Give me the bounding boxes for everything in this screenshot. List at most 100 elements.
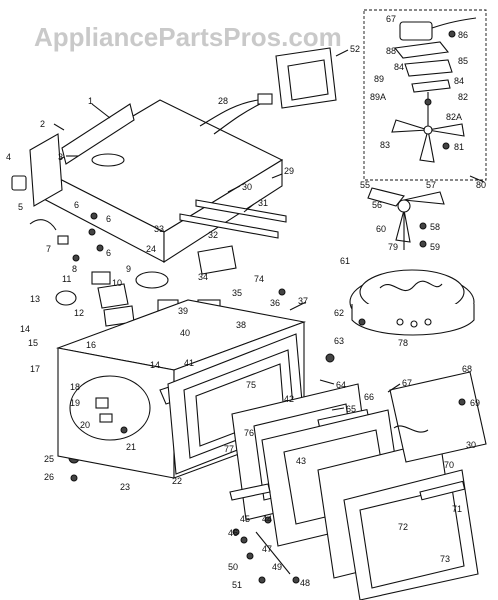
label-39: 39 (178, 306, 188, 316)
label-63: 63 (334, 336, 344, 346)
label-67a: 67 (386, 14, 396, 24)
stirrer-fan-assembly (367, 187, 445, 250)
label-60: 60 (376, 224, 386, 234)
part-rail-30 (195, 199, 287, 223)
label-85: 85 (458, 56, 468, 66)
part-plug-28 (257, 93, 273, 105)
label-64: 64 (336, 380, 346, 390)
label-6b: 6 (106, 214, 111, 224)
label-84b: 84 (454, 76, 464, 86)
part-capacitor-13 (55, 290, 77, 306)
part-nut-89a (424, 98, 432, 106)
label-59: 59 (430, 242, 440, 252)
panel-glare (393, 425, 429, 433)
label-31: 31 (258, 198, 268, 208)
label-74: 74 (254, 274, 264, 284)
label-49: 49 (272, 562, 282, 572)
part-screw-6b (88, 228, 96, 236)
label-88: 88 (386, 46, 396, 56)
label-80: 80 (476, 180, 486, 190)
label-19: 19 (70, 398, 80, 408)
motor-lead-wire (431, 17, 477, 29)
label-24: 24 (146, 244, 156, 254)
label-38: 38 (236, 320, 246, 330)
cabinet-label-oval (91, 153, 125, 167)
label-9: 9 (126, 264, 131, 274)
part-lamp-4 (11, 175, 27, 191)
leader-1 (91, 103, 111, 119)
leader-2 (53, 123, 65, 131)
part-screw-69 (458, 398, 466, 406)
label-12: 12 (74, 308, 84, 318)
label-79: 79 (388, 242, 398, 252)
watermark: AppliancePartsPros.com (34, 22, 342, 52)
part-screw-44 (264, 516, 272, 524)
label-6a: 6 (74, 200, 79, 210)
leader-lines (53, 49, 485, 411)
label-5: 5 (18, 202, 23, 212)
label-40: 40 (180, 328, 190, 338)
label-4: 4 (6, 152, 11, 162)
part-base-78 (351, 304, 475, 336)
chassis-side-opening (69, 375, 151, 441)
label-2: 2 (40, 119, 45, 129)
label-69: 69 (470, 398, 480, 408)
label-86: 86 (458, 30, 468, 40)
base-hole-3 (424, 318, 432, 326)
part-blade-56 (395, 209, 411, 243)
turntable-assembly (349, 269, 475, 336)
label-58: 58 (430, 222, 440, 232)
part-screw-6c (96, 244, 104, 252)
label-71: 71 (452, 504, 462, 514)
label-65: 65 (346, 404, 356, 414)
label-3: 3 (58, 152, 63, 162)
part-blade-57 (403, 191, 445, 205)
label-21: 21 (126, 442, 136, 452)
label-45: 45 (240, 514, 250, 524)
label-8: 8 (72, 264, 77, 274)
part-side-panel-2 (29, 133, 63, 207)
label-13: 13 (30, 294, 40, 304)
part-screw-62 (358, 318, 366, 326)
part-hinge-45 (229, 483, 271, 501)
part-handle-70 (419, 480, 466, 501)
part-screw-36 (278, 288, 286, 296)
label-83: 83 (380, 140, 390, 150)
part-washer-50 (246, 552, 254, 560)
part-bracket-19 (95, 397, 109, 409)
label-89a: 89A (370, 92, 386, 102)
part-motor-9 (135, 271, 169, 289)
part-screw-21 (120, 426, 128, 434)
part-clip-7 (57, 235, 69, 245)
label-32: 32 (208, 230, 218, 240)
part-latch-63 (325, 353, 335, 363)
part-blade-83c (419, 129, 435, 163)
label-51: 51 (232, 580, 242, 590)
label-7: 7 (46, 244, 51, 254)
part-rail-31 (179, 213, 279, 239)
label-89: 89 (374, 74, 384, 84)
leader-80 (469, 175, 485, 183)
label-22: 22 (172, 476, 182, 486)
part-screw-81 (442, 142, 450, 150)
label-82a: 82A (446, 112, 462, 122)
part-plate-85 (404, 59, 453, 77)
label-11: 11 (62, 274, 71, 284)
part-plate-84 (411, 79, 451, 93)
part-control-panel-68 (389, 371, 487, 463)
part-fan-hub (397, 199, 411, 213)
label-35: 35 (232, 288, 242, 298)
label-25: 25 (44, 454, 54, 464)
label-62: 62 (334, 308, 344, 318)
label-82: 82 (458, 92, 468, 102)
label-46: 46 (228, 528, 238, 538)
part-screw-46 (232, 528, 240, 536)
part-bracket-10 (97, 283, 129, 309)
part-wire-5 (29, 219, 57, 231)
part-blade-83b (427, 123, 465, 137)
label-18: 18 (70, 382, 80, 392)
label-29: 29 (284, 166, 294, 176)
label-73: 73 (440, 554, 450, 564)
leader-31 (243, 203, 255, 213)
